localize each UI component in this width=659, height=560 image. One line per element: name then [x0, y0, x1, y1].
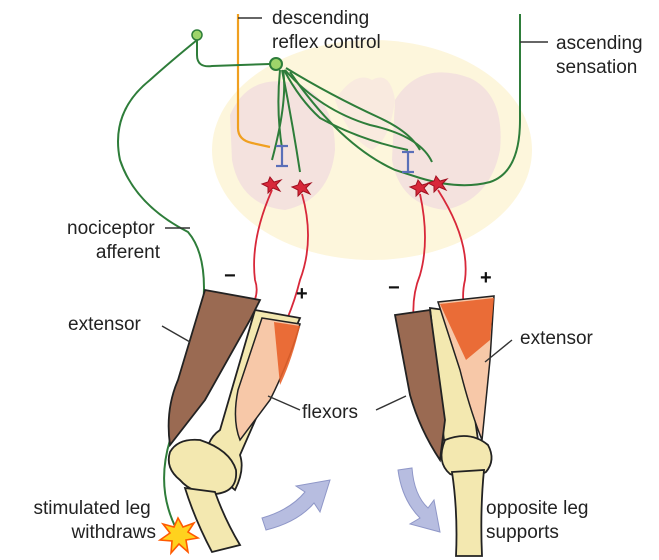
right-extensor-sign: −	[388, 277, 400, 299]
left-extensor-label: extensor	[68, 314, 142, 335]
ascending-label: ascending sensation	[556, 33, 648, 78]
withdraw-arrow	[262, 480, 330, 530]
right-extensor-label: extensor	[520, 328, 594, 349]
left-extensor-sign: −	[224, 265, 236, 287]
left-tibia	[185, 488, 240, 552]
descending-label: descending reflex control	[272, 8, 381, 53]
right-leg	[395, 296, 494, 556]
left-flexor-sign: +	[296, 283, 308, 305]
left-extensor-leader	[162, 326, 190, 342]
right-tibia	[452, 470, 484, 556]
right-flexor-sign: +	[480, 267, 492, 289]
spinal-cord-section	[212, 40, 532, 260]
opposite-label: opposite leg supports	[486, 498, 594, 543]
support-arrow	[398, 468, 440, 532]
stimulus-burst-icon	[160, 518, 198, 553]
flexors-leader-left	[268, 396, 300, 410]
stimulated-label: stimulated leg withdraws	[33, 498, 156, 543]
flexors-leader-right	[376, 396, 406, 410]
flexors-label: flexors	[302, 402, 358, 423]
nociceptor-label: nociceptor afferent	[67, 218, 161, 263]
